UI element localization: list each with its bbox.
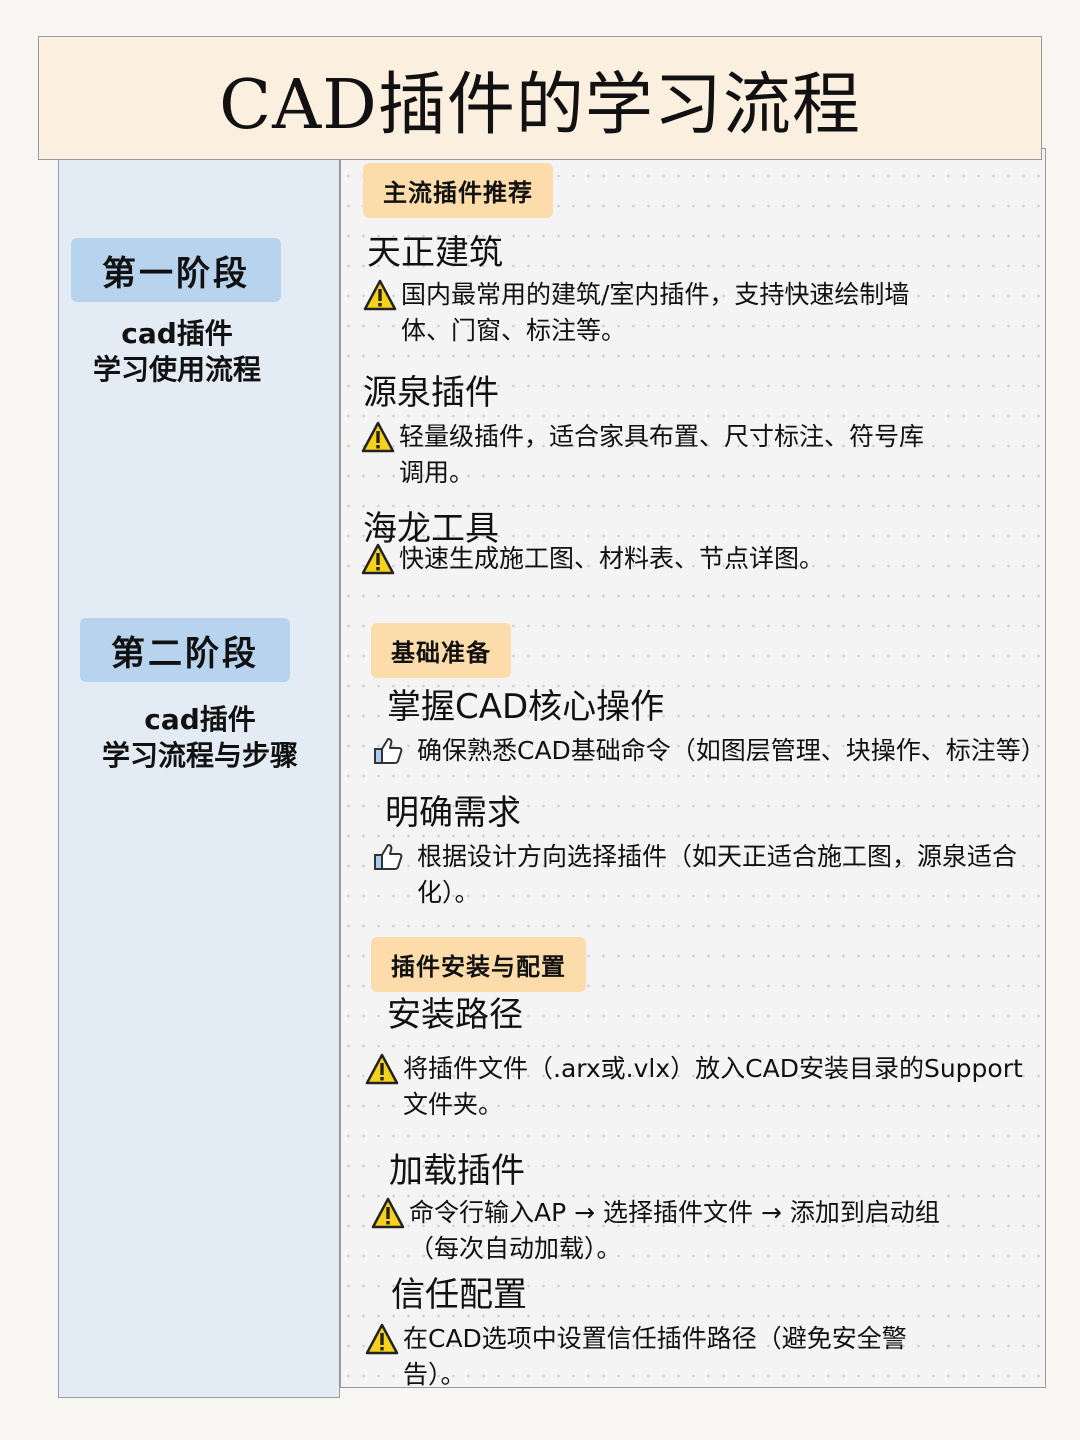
warning-icon bbox=[365, 1323, 399, 1355]
warning-icon bbox=[361, 421, 395, 453]
description-line: 快速生成施工图、材料表、节点详图。 bbox=[399, 544, 825, 573]
item-heading: 信任配置 bbox=[391, 1275, 527, 1315]
thumbs-up-icon bbox=[371, 841, 405, 873]
description-line: 命令行输入AP → 选择插件文件 → 添加到启动组 bbox=[409, 1198, 940, 1227]
description-line: 告）。 bbox=[403, 1360, 466, 1388]
stage1-sub2: 学习使用流程 bbox=[92, 353, 261, 386]
stage2-sub2: 学习流程与步骤 bbox=[101, 739, 298, 772]
description-line: 根据设计方向选择插件（如天正适合施工图，源泉适合 bbox=[417, 842, 1018, 871]
description-line: 文件夹。 bbox=[403, 1090, 504, 1119]
content-panel: 主流插件推荐天正建筑国内最常用的建筑/室内插件，支持快速绘制墙体、门窗、标注等。… bbox=[340, 148, 1046, 1388]
stage1-badge: 第一阶段 bbox=[71, 238, 281, 302]
warning-icon bbox=[363, 279, 397, 311]
description-line: 国内最常用的建筑/室内插件，支持快速绘制墙 bbox=[401, 280, 910, 309]
description-line: 化）。 bbox=[417, 878, 480, 907]
page-title: CAD插件的学习流程 bbox=[219, 65, 861, 145]
item-description: 确保熟悉CAD基础命令（如图层管理、块操作、标注等） bbox=[374, 733, 1046, 769]
item-description: 将插件文件（.arx或.vlx）放入CAD安装目录的Support 文件夹。 bbox=[365, 1051, 1023, 1123]
section-tag: 插件安装与配置 bbox=[371, 937, 586, 992]
item-heading: 天正建筑 bbox=[367, 233, 503, 273]
item-description: 根据设计方向选择插件（如天正适合施工图，源泉适合化）。 bbox=[374, 839, 1018, 911]
item-heading: 安装路径 bbox=[387, 995, 523, 1035]
item-description: 在CAD选项中设置信任插件路径（避免安全警告）。 bbox=[365, 1321, 907, 1388]
stage2-sub1: cad插件 bbox=[144, 703, 256, 736]
item-description: 快速生成施工图、材料表、节点详图。 bbox=[361, 541, 825, 577]
title-banner: CAD插件的学习流程 bbox=[38, 36, 1042, 160]
warning-icon bbox=[371, 1197, 405, 1229]
stage1-sub1: cad插件 bbox=[121, 317, 233, 350]
warning-icon bbox=[365, 1053, 399, 1085]
thumbs-up-icon bbox=[371, 735, 405, 767]
section-tag: 主流插件推荐 bbox=[363, 163, 553, 218]
description-line: （每次自动加载）。 bbox=[409, 1234, 622, 1263]
stage2-badge: 第二阶段 bbox=[80, 618, 290, 682]
sidebar: 第一阶段 cad插件学习使用流程 第二阶段 cad插件学习流程与步骤 bbox=[58, 160, 340, 1398]
item-description: 轻量级插件，适合家具布置、尺寸标注、符号库调用。 bbox=[361, 419, 925, 491]
item-heading: 明确需求 bbox=[385, 793, 521, 833]
section-tag: 基础准备 bbox=[371, 623, 511, 678]
warning-icon bbox=[361, 543, 395, 575]
item-description: 国内最常用的建筑/室内插件，支持快速绘制墙体、门窗、标注等。 bbox=[363, 277, 910, 349]
description-line: 将插件文件（.arx或.vlx）放入CAD安装目录的Support bbox=[403, 1054, 1023, 1083]
description-line: 体、门窗、标注等。 bbox=[401, 316, 627, 345]
stage2-subtitle: cad插件学习流程与步骤 bbox=[69, 702, 331, 774]
item-heading: 加载插件 bbox=[389, 1151, 525, 1191]
description-line: 在CAD选项中设置信任插件路径（避免安全警 bbox=[403, 1324, 907, 1353]
description-line: 调用。 bbox=[399, 458, 475, 487]
item-description: 命令行输入AP → 选择插件文件 → 添加到启动组 （每次自动加载）。 bbox=[371, 1195, 940, 1267]
item-heading: 源泉插件 bbox=[363, 373, 499, 413]
item-heading: 掌握CAD核心操作 bbox=[387, 687, 665, 727]
description-line: 确保熟悉CAD基础命令（如图层管理、块操作、标注等） bbox=[417, 736, 1046, 765]
description-line: 轻量级插件，适合家具布置、尺寸标注、符号库 bbox=[399, 422, 925, 451]
item-heading: 海龙工具 bbox=[363, 509, 499, 549]
stage1-subtitle: cad插件学习使用流程 bbox=[59, 316, 295, 388]
